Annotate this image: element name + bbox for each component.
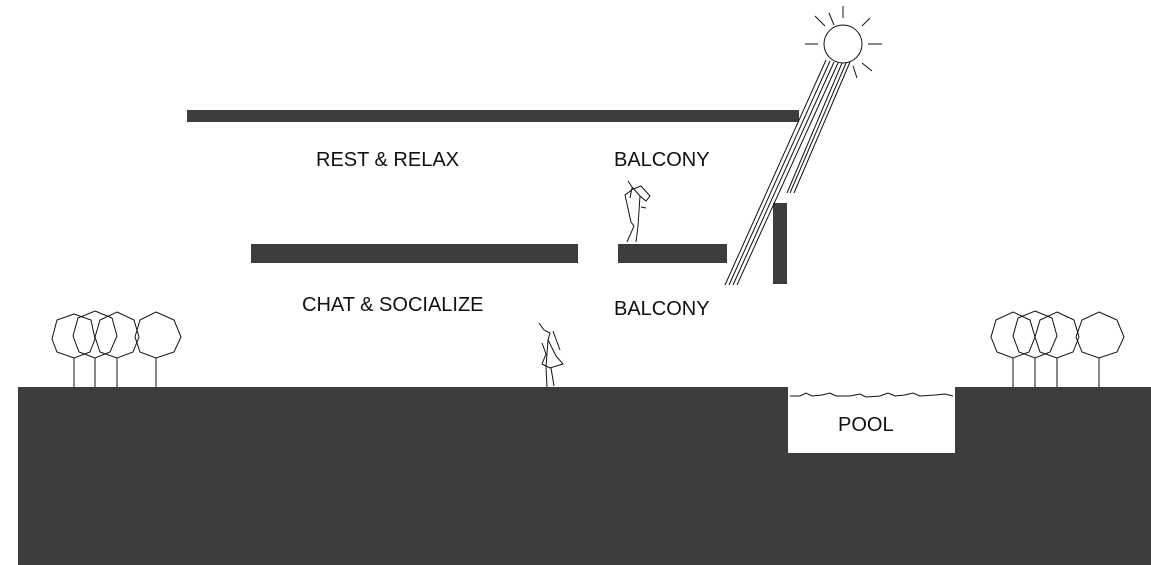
sun-rays (724, 59, 851, 286)
label-rest-relax: REST & RELAX (316, 149, 459, 171)
tree-icon (1075, 311, 1125, 387)
tree-icon (990, 311, 1036, 387)
pool-water-line (790, 392, 954, 398)
tree-group-left (51, 310, 182, 387)
label-balcony-upper: BALCONY (614, 149, 710, 171)
vertical-fin-wall (773, 203, 787, 284)
roof-slab (187, 110, 799, 122)
tree-icon (1034, 311, 1080, 387)
tree-icon (72, 310, 118, 387)
label-chat-socialize: CHAT & SOCIALIZE (302, 294, 484, 316)
tree-icon (1012, 310, 1058, 387)
ground (18, 387, 1151, 565)
floor-slab-left (251, 244, 578, 263)
balcony-slab (618, 244, 727, 263)
person-icon (538, 322, 564, 388)
tree-icon (51, 313, 96, 387)
label-pool: POOL (838, 414, 894, 436)
tree-icon (94, 311, 140, 387)
label-balcony-lower: BALCONY (614, 298, 710, 320)
tree-icon (134, 311, 182, 387)
person-icon (624, 180, 651, 243)
sun-icon (805, 6, 882, 79)
tree-group-right (990, 310, 1125, 387)
